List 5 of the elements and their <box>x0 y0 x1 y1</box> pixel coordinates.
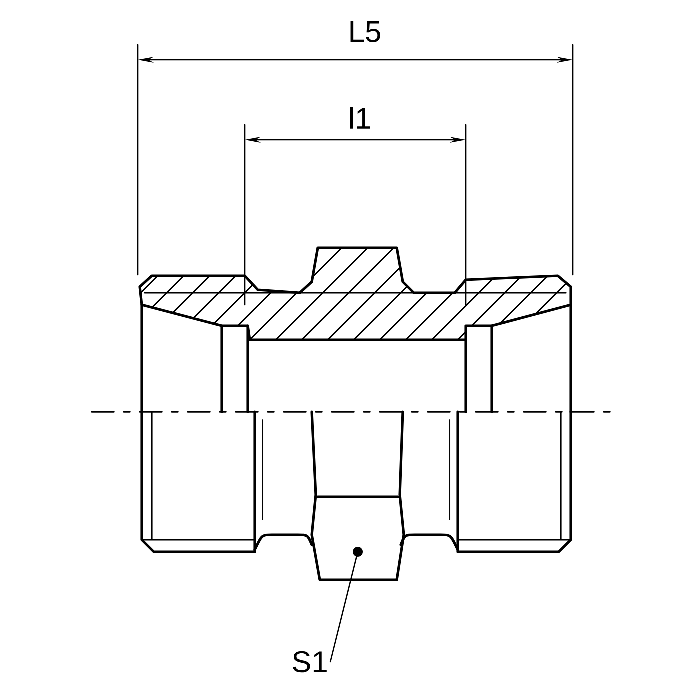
part-label: S1 <box>293 651 327 673</box>
leader-line <box>330 556 358 663</box>
dimension-label: l1 <box>350 107 370 129</box>
dimension-label: L5 <box>350 22 380 42</box>
leader-dot <box>353 547 363 557</box>
